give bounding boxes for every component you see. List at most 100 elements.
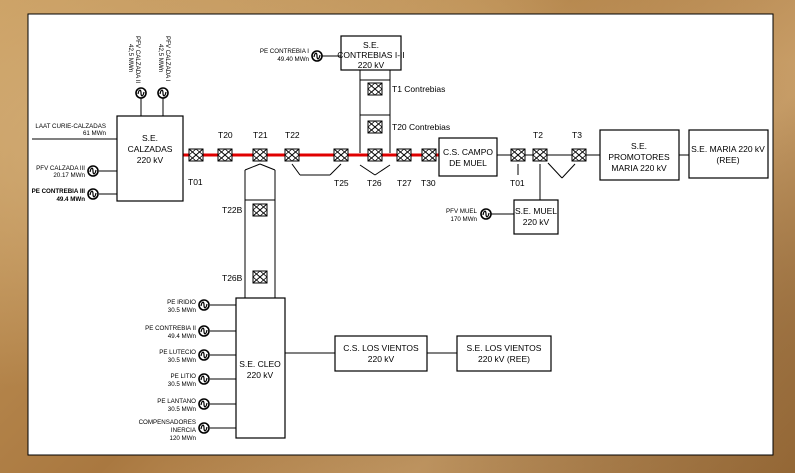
pfv-calzada-i-name: PFV CALZADA I — [164, 36, 171, 82]
pfv-calzada-iii-name: PFV CALZADA III — [36, 165, 85, 172]
transformer-t30-symbol — [421, 148, 437, 162]
label-t26: T26 — [367, 178, 382, 188]
label-t2: T2 — [533, 130, 543, 140]
substation-calzadas: S.E. CALZADAS 220 kV — [116, 115, 184, 202]
pfv-muel-power: 170 MWn — [451, 216, 478, 223]
cs-los-vientos-line-2: 220 kV — [368, 354, 395, 364]
label-t01-right: T01 — [510, 178, 525, 188]
transformer-labels: T20 T21 T22 T01 T22B T26B T25 T26 T27 T3… — [188, 84, 582, 283]
calzadas-line-2: CALZADAS — [128, 144, 173, 154]
transformer-t26-symbol — [367, 148, 383, 162]
cleo-line-1: S.E. CLEO — [239, 359, 281, 369]
generator-compensadores: COMPENSADORES INERCIA 120 MWn — [139, 419, 210, 442]
maria-ree-line-2: (REE) — [716, 155, 739, 165]
calzadas-line-1: S.E. — [142, 133, 158, 143]
label-t20: T20 — [218, 130, 233, 140]
transformer-t25-symbol — [333, 148, 349, 162]
transformer-t01-right-symbol — [510, 148, 526, 162]
pe-contrebia-iii-name: PE CONTREBIA III — [32, 188, 86, 195]
pe-lantano-power: 30.5 MWn — [168, 406, 197, 413]
generator-icon — [135, 87, 147, 99]
pe-litio-power: 30.5 MWn — [168, 381, 197, 388]
substation-cs-los-vientos: C.S. LOS VIENTOS 220 kV — [334, 335, 428, 372]
label-t26b: T26B — [222, 273, 243, 283]
label-t21: T21 — [253, 130, 268, 140]
contrebias-line-1: S.E. — [363, 40, 379, 50]
transformer-t20-symbol — [217, 148, 233, 162]
laat-curie-calzadas: LAAT CURIE-CALZADAS 61 MWn — [35, 123, 106, 137]
pe-lutecio-power: 30.5 MWn — [168, 357, 197, 364]
pe-contrebia-ii-name: PE CONTREBIA II — [145, 325, 196, 332]
label-t20-contrebias: T20 Contrebias — [392, 122, 450, 132]
substation-promotores: S.E. PROMOTORES MARIA 220 kV — [599, 129, 680, 181]
generator-icon — [198, 349, 210, 361]
pe-contrebia-ii-power: 49.4 MWn — [168, 333, 197, 340]
generator-icon — [198, 373, 210, 385]
generator-pe-contrebia-i: PE CONTREBIA I 49.40 MWn — [260, 48, 323, 63]
label-t27: T27 — [397, 178, 412, 188]
laat-power: 61 MWn — [83, 130, 107, 137]
transformer-t21-symbol — [252, 148, 268, 162]
laat-name: LAAT CURIE-CALZADAS — [35, 123, 106, 130]
pe-lutecio-name: PE LUTECIO — [159, 349, 196, 356]
compensadores-name-2: INERCIA — [171, 427, 197, 434]
transformer-t3-symbol — [571, 148, 587, 162]
cs-los-vientos-line-1: C.S. LOS VIENTOS — [343, 343, 419, 353]
maria-ree-line-1: S.E. MARIA 220 kV — [691, 144, 765, 154]
generator-icon — [198, 422, 210, 434]
generator-pfv-calzada-i: PFV CALZADA I 42,5 MWn — [157, 36, 171, 99]
substation-contrebias: S.E. CONTREBIAS I-II 220 kV — [337, 35, 405, 71]
substation-campo-muel: C.S. CAMPO DE MUEL — [438, 137, 498, 177]
pfv-calzada-ii-power: 42,5 MWn — [127, 44, 134, 73]
transformer-t22-symbol — [284, 148, 300, 162]
se-los-vientos-line-2: 220 kV (REE) — [478, 354, 530, 364]
generator-icon — [87, 188, 99, 200]
generator-icon — [311, 50, 323, 62]
pe-contrebia-i-name: PE CONTREBIA I — [260, 48, 309, 55]
promotores-line-3: MARIA 220 kV — [611, 163, 667, 173]
pe-litio-name: PE LITIO — [171, 373, 197, 380]
generator-pfv-calzada-iii: PFV CALZADA III 20.17 MWn — [36, 165, 99, 179]
pe-iridio-name: PE IRIDIO — [167, 299, 196, 306]
label-t01-left: T01 — [188, 177, 203, 187]
generator-pfv-calzada-ii: PFV CALZADA II 42,5 MWn — [127, 36, 147, 99]
campo-muel-line-1: C.S. CAMPO — [443, 147, 493, 157]
label-t1-contrebias: T1 Contrebias — [392, 84, 445, 94]
generator-pe-litio: PE LITIO 30.5 MWn — [168, 373, 210, 388]
generator-icon — [198, 325, 210, 337]
label-t3: T3 — [572, 130, 582, 140]
pe-lantano-name: PE LANTANO — [157, 398, 196, 405]
pfv-calzada-iii-power: 20.17 MWn — [53, 172, 85, 179]
calzadas-line-3: 220 kV — [137, 155, 164, 165]
generator-icon — [198, 299, 210, 311]
muel-line-2: 220 kV — [523, 217, 550, 227]
label-t25: T25 — [334, 178, 349, 188]
substation-se-los-vientos: S.E. LOS VIENTOS 220 kV (REE) — [456, 335, 552, 372]
transformer-t1-contrebias-symbol — [367, 82, 383, 96]
generator-icon — [87, 165, 99, 177]
substation-maria-ree: S.E. MARIA 220 kV (REE) — [688, 129, 769, 179]
diagram-panel — [27, 13, 774, 456]
transformer-t26b-symbol — [252, 270, 268, 284]
transformer-t20-contrebias-symbol — [367, 120, 383, 134]
muel-line-1: S.E. MUEL — [515, 206, 557, 216]
transformer-t27-symbol — [396, 148, 412, 162]
promotores-line-2: PROMOTORES — [608, 152, 670, 162]
generator-pe-contrebia-ii: PE CONTREBIA II 49.4 MWn — [145, 325, 210, 340]
transformer-t2-symbol — [532, 148, 548, 162]
pfv-calzada-ii-name: PFV CALZADA II — [134, 36, 141, 83]
pfv-muel-name: PFV MUEL — [446, 208, 478, 215]
substation-cleo: S.E. CLEO 220 kV — [235, 297, 286, 439]
generator-pfv-muel: PFV MUEL 170 MWn — [446, 208, 492, 223]
generator-pe-lantano: PE LANTANO 30.5 MWn — [157, 398, 210, 413]
generator-pe-contrebia-iii: PE CONTREBIA III 49.4 MWn — [32, 188, 99, 203]
label-t22: T22 — [285, 130, 300, 140]
se-los-vientos-line-1: S.E. LOS VIENTOS — [467, 343, 542, 353]
generator-icon — [480, 208, 492, 220]
pe-iridio-power: 30.5 MWn — [168, 307, 197, 314]
generator-icon — [198, 398, 210, 410]
transformer-t01-left-symbol — [188, 148, 204, 162]
pfv-calzada-i-power: 42,5 MWn — [157, 44, 164, 73]
compensadores-power: 120 MWn — [170, 435, 197, 442]
